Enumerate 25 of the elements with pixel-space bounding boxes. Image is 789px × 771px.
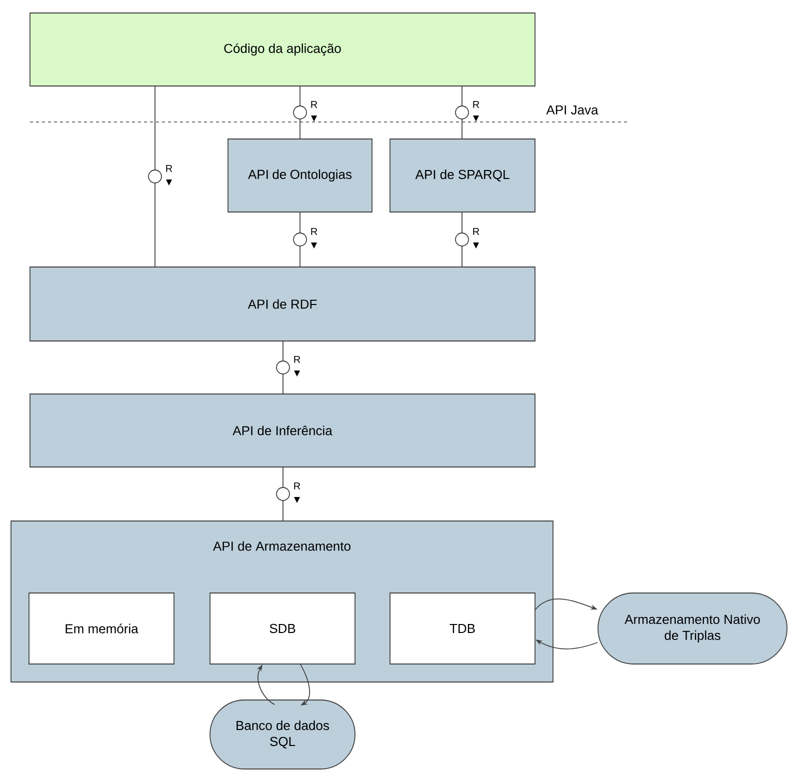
edge-label: R — [473, 228, 480, 235]
api-box: API de SPARQL — [390, 138, 536, 212]
interface-connector — [293, 86, 317, 139]
api-box: API de Ontologias — [228, 138, 372, 212]
edge-label: R — [166, 165, 172, 172]
interface-connector — [293, 212, 317, 267]
interface-connector — [276, 467, 300, 521]
storage-terminal: Banco de dados SQL — [210, 700, 356, 770]
edge-label: R — [311, 228, 318, 235]
interface-connector — [148, 86, 172, 267]
api-box: API de Inferência — [30, 394, 536, 468]
storage-box: SDB — [210, 592, 356, 664]
interface-connector — [276, 341, 300, 394]
edge-label: R — [294, 356, 300, 363]
api-box: API de RDF — [30, 266, 536, 342]
edge-label: R — [311, 101, 318, 108]
boundary-label: API Java — [546, 105, 598, 115]
edge-label: R — [294, 482, 300, 490]
application-box: Código da aplicação — [30, 12, 536, 86]
storage-box: Em memória — [28, 592, 174, 664]
storage-terminal: Armazenamento Nativo de Triplas — [598, 592, 788, 664]
interface-connector — [455, 86, 479, 139]
storage-box: TDB — [390, 592, 536, 664]
interface-connector — [455, 212, 479, 267]
edge-label: R — [473, 101, 480, 108]
